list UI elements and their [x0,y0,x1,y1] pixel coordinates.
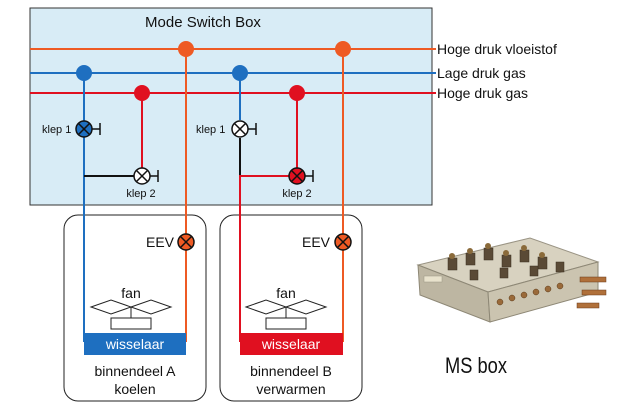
junction-dot [134,85,150,101]
unit-b-name: binnendeel B [250,363,332,379]
unit-b-valve2-label: klep 2 [282,188,311,200]
unit-a-valve2-icon [133,167,159,185]
liquid-line-label: Hoge druk vloeistof [437,41,557,57]
unit-a-valve1-label: klep 1 [42,124,71,136]
junction-dot [232,65,248,81]
junction-dot [289,85,305,101]
unit-b-exchanger [240,333,343,355]
unit-b-hot-gas-pipe [239,175,297,342]
junction-dot [178,41,194,57]
indoor-unit-b-frame [219,214,363,402]
unit-a-eev-icon [177,233,195,251]
unit-b-valve1-label: klep 1 [196,124,225,136]
low-gas-line-label: Lage druk gas [437,65,526,81]
unit-a-fan-label: fan [121,285,140,301]
indoor-unit-a-frame [63,214,207,402]
unit-a-exchanger-label: wisselaar [105,336,165,352]
unit-b-exchanger-label: wisselaar [261,336,321,352]
unit-a-valve1-icon [75,120,101,138]
unit-b-fan-icon [244,299,328,330]
unit-b-eev-icon [334,233,352,251]
unit-a-fan-icon [89,299,173,330]
high-gas-line-label: Hoge druk gas [437,85,528,101]
unit-b-valve1-icon [231,120,257,138]
mode-switch-box [29,7,433,206]
junction-dot [335,41,351,57]
ms-box-caption: MS box [445,353,507,378]
unit-a-mode: koelen [114,381,155,397]
junction-dot [76,65,92,81]
unit-b-valve2-icon [288,167,314,185]
ms-box-photo [416,237,607,323]
unit-b-eev-label: EEV [302,234,331,250]
unit-b-mode: verwarmen [256,381,325,397]
unit-b-fan-label: fan [276,285,295,301]
unit-a-valve2-label: klep 2 [126,188,155,200]
msbox-title: Mode Switch Box [145,14,261,31]
unit-a-eev-label: EEV [146,234,175,250]
unit-a-exchanger [84,333,186,355]
unit-a-name: binnendeel A [95,363,177,379]
